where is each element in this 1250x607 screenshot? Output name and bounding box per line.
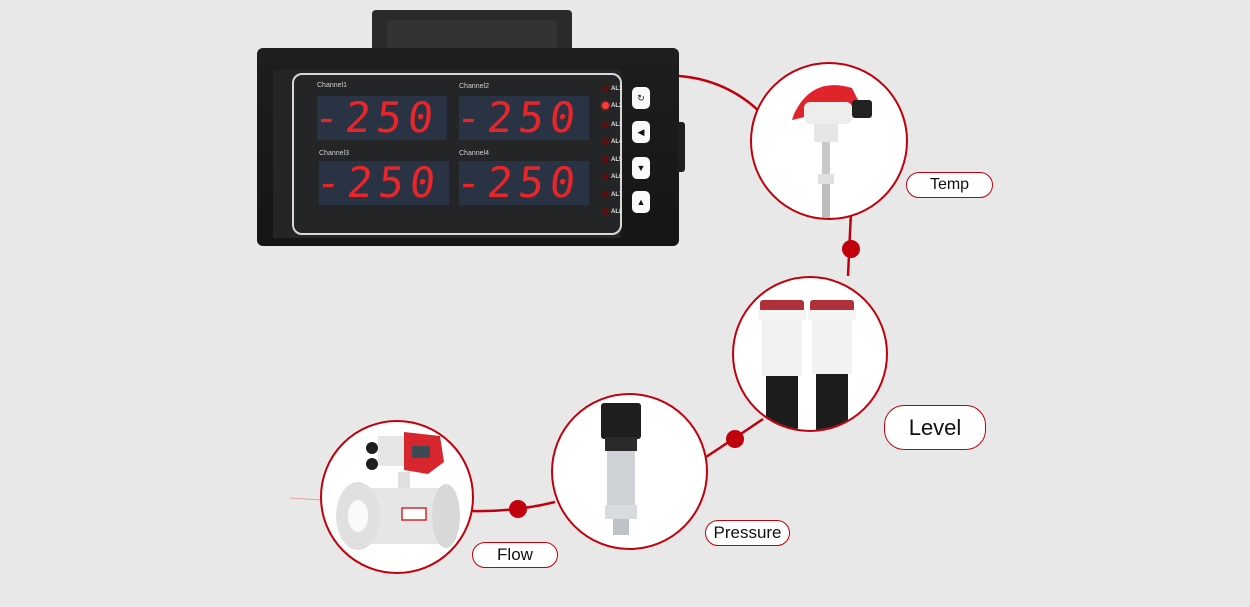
channel-3-display: -250 — [313, 158, 449, 207]
channel-1-label: Channel1 — [317, 82, 347, 89]
electromagnetic-flowmeter-image — [336, 432, 460, 550]
channel-1-value: -250 — [311, 93, 442, 142]
alarm-al8: AL8 — [602, 208, 622, 215]
led-icon — [602, 85, 609, 92]
pressure-transmitter-image — [601, 403, 641, 535]
channel-2-display: -250 — [453, 93, 589, 142]
channel-3-label: Channel3 — [319, 150, 349, 157]
level-sensor-circle — [732, 276, 888, 432]
refresh-icon: ↻ — [637, 92, 645, 103]
alarm-al2: AL2 — [602, 102, 622, 109]
temp-sensor-circle — [750, 62, 908, 220]
pressure-label: Pressure — [705, 520, 790, 546]
up-arrow-icon: ▲ — [636, 197, 646, 207]
led-icon — [602, 102, 609, 109]
flow-sensor-circle — [320, 420, 474, 574]
pressure-sensor-circle — [551, 393, 708, 550]
left-arrow-icon: ◀ — [637, 126, 645, 137]
channel-2-label: Channel2 — [459, 83, 489, 90]
device-side-clip — [677, 122, 685, 172]
channel-4-value: -250 — [453, 158, 584, 207]
four-channel-display-meter: Channel1 -250 Channel2 -250 Channel3 -25… — [257, 10, 685, 246]
led-icon — [602, 138, 609, 145]
level-label: Level — [884, 405, 986, 450]
refresh-key[interactable]: ↻ — [632, 87, 650, 109]
device-top-cover — [387, 20, 557, 50]
channel-4-label: Channel4 — [459, 150, 489, 157]
alarm-al1: AL1 — [602, 85, 622, 92]
led-icon — [602, 156, 609, 163]
channel-4-display: -250 — [453, 158, 589, 207]
alarm-al6: AL6 — [602, 173, 622, 180]
left-key[interactable]: ◀ — [632, 121, 650, 143]
channel-1-display: -250 — [311, 93, 447, 142]
alarm-al3: AL3 — [602, 121, 622, 128]
ultrasonic-level-sensor-image — [758, 300, 856, 430]
up-key[interactable]: ▲ — [632, 191, 650, 213]
channel-2-value: -250 — [453, 93, 584, 142]
flow-label: Flow — [472, 542, 558, 568]
alarm-al5: AL5 — [602, 156, 622, 163]
down-arrow-icon: ▼ — [636, 163, 646, 173]
thermocouple-image — [792, 85, 872, 218]
down-key[interactable]: ▼ — [632, 157, 650, 179]
temp-label: Temp — [906, 172, 993, 198]
channel-3-value: -250 — [313, 158, 444, 207]
alarm-al7: AL7 — [602, 191, 622, 198]
led-icon — [602, 208, 609, 215]
display-frame — [292, 73, 622, 235]
led-icon — [602, 191, 609, 198]
led-icon — [602, 121, 609, 128]
led-icon — [602, 173, 609, 180]
alarm-al4: AL4 — [602, 138, 622, 145]
